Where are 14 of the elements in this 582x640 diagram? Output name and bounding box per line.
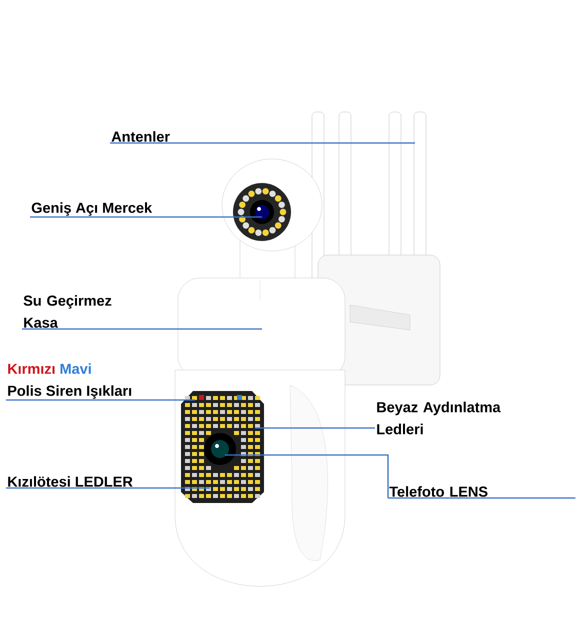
callout-label: Telefoto LENS — [389, 486, 488, 497]
leader-line — [30, 216, 262, 218]
leader-line — [6, 399, 195, 401]
callout-label: Kızılötesi LEDLER — [8, 476, 133, 487]
leader-line — [22, 328, 262, 330]
leader-line — [255, 427, 375, 429]
leader-line — [110, 142, 415, 144]
callout-label: Beyaz Aydınlatma Ledleri — [377, 402, 501, 434]
callout-label: Geniş Açı Mercek — [32, 202, 152, 216]
leader-line — [6, 487, 210, 489]
callout-label: Su Geçirmez Kasa — [24, 295, 112, 328]
leader-line — [224, 454, 576, 499]
callout-label: Antenler — [112, 131, 170, 142]
callout-label: Kırmızı Mavi Polis Siren Işıkları — [8, 363, 132, 399]
